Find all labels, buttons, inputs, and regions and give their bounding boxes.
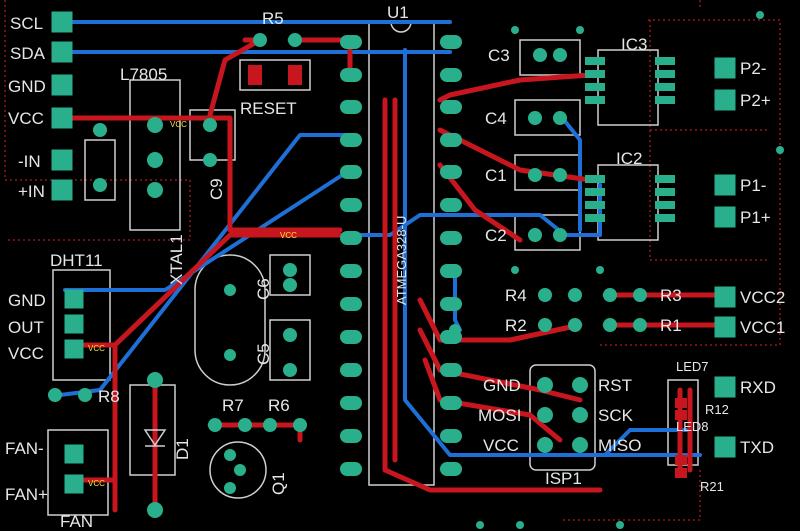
led7-label: LED7 (676, 359, 709, 374)
isp1-label: ISP1 (545, 469, 582, 488)
pin-dht-vcc: VCC (8, 344, 44, 363)
r1-label: R1 (660, 316, 682, 335)
pin-sda: SDA (10, 44, 45, 63)
pin-scl: SCL (10, 14, 44, 33)
l7805-label: L7805 (120, 65, 168, 84)
pin-gnd: GND (8, 77, 46, 96)
r21-label: R21 (700, 479, 724, 494)
pin-p2-plus: P2+ (740, 91, 771, 110)
reset-label: RESET (240, 99, 297, 118)
pin-in-plus: +IN (18, 182, 45, 201)
board-outline (4, 0, 781, 521)
c2-label: C2 (485, 226, 507, 245)
pin-p1-minus: P1- (740, 176, 767, 195)
led8-label: LED8 (676, 419, 709, 434)
isp-miso: MISO (598, 436, 642, 455)
pads (51, 11, 736, 494)
isp-sck: SCK (598, 406, 633, 425)
isp-mosi: MOSI (478, 406, 522, 425)
isp-vcc: VCC (483, 436, 519, 455)
r4-label: R4 (505, 286, 527, 305)
c9-label: C9 (207, 178, 226, 200)
pin-vcc: VCC (8, 109, 44, 128)
pin-dht-out: OUT (8, 318, 44, 337)
c5-label: C5 (254, 343, 273, 365)
ic3-label: IC3 (621, 35, 648, 54)
pin-p1-plus: P1+ (740, 208, 771, 227)
r3-label: R3 (660, 286, 682, 305)
r7-label: R7 (222, 396, 244, 415)
net-label-vcc: VCC (280, 231, 297, 240)
net-label-vcc: VCC (88, 479, 105, 488)
u1-label: U1 (387, 3, 409, 22)
pin-rxd: RXD (740, 378, 776, 397)
pin-dht-gnd: GND (8, 291, 46, 310)
d1-label: D1 (173, 438, 192, 460)
pin-vcc2: VCC2 (740, 288, 786, 307)
r6-label: R6 (268, 396, 290, 415)
r8-label: R8 (98, 387, 120, 406)
ic2-label: IC2 (616, 149, 643, 168)
pin-in-minus: -IN (18, 152, 41, 171)
net-label-vcc: VCC (170, 120, 187, 129)
r5-label: R5 (262, 9, 284, 28)
pin-txd: TXD (740, 438, 774, 457)
pin-p2-minus: P2- (740, 59, 767, 78)
r2-label: R2 (505, 316, 527, 335)
bottom-copper (58, 20, 702, 457)
round-pads (48, 11, 784, 529)
c4-label: C4 (485, 109, 507, 128)
xtal1-label: XTAL1 (167, 234, 186, 285)
pin-vcc1: VCC1 (740, 318, 786, 337)
q1-label: Q1 (269, 472, 288, 495)
ic-pads (340, 35, 462, 476)
c6-label: C6 (254, 278, 273, 300)
net-label-vcc: VCC (88, 344, 105, 353)
c3-label: C3 (488, 46, 510, 65)
smd-red-pads (248, 65, 687, 478)
pin-fan-plus: FAN+ (5, 485, 48, 504)
c1-label: C1 (485, 166, 507, 185)
dht11-label: DHT11 (50, 251, 103, 270)
diode (143, 429, 167, 447)
isp-gnd: GND (483, 376, 521, 395)
pin-fan-minus: FAN- (5, 439, 44, 458)
r12-label: R12 (705, 402, 729, 417)
isp-rst: RST (598, 376, 632, 395)
atmega-label: ATMEGA328-U (394, 215, 409, 305)
fan-label: FAN (60, 512, 94, 531)
smd-pads (585, 57, 675, 222)
